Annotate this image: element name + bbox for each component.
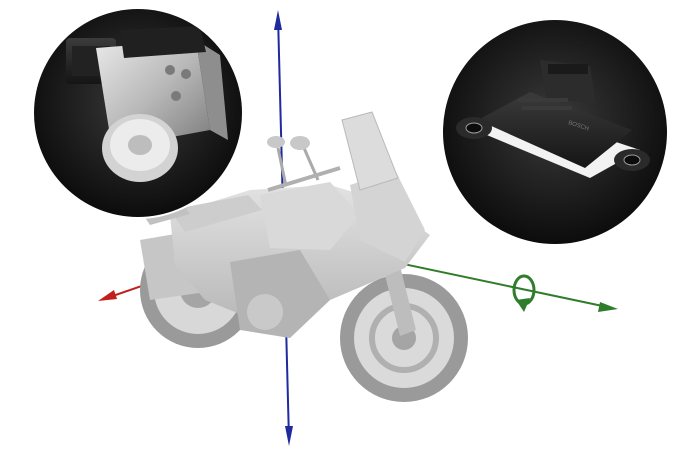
inset-abs-unit [32, 7, 244, 219]
inset-imu-sensor: BOSCH [441, 18, 669, 246]
motorcycle [140, 111, 468, 402]
rotation-arrow-icon [512, 274, 536, 312]
